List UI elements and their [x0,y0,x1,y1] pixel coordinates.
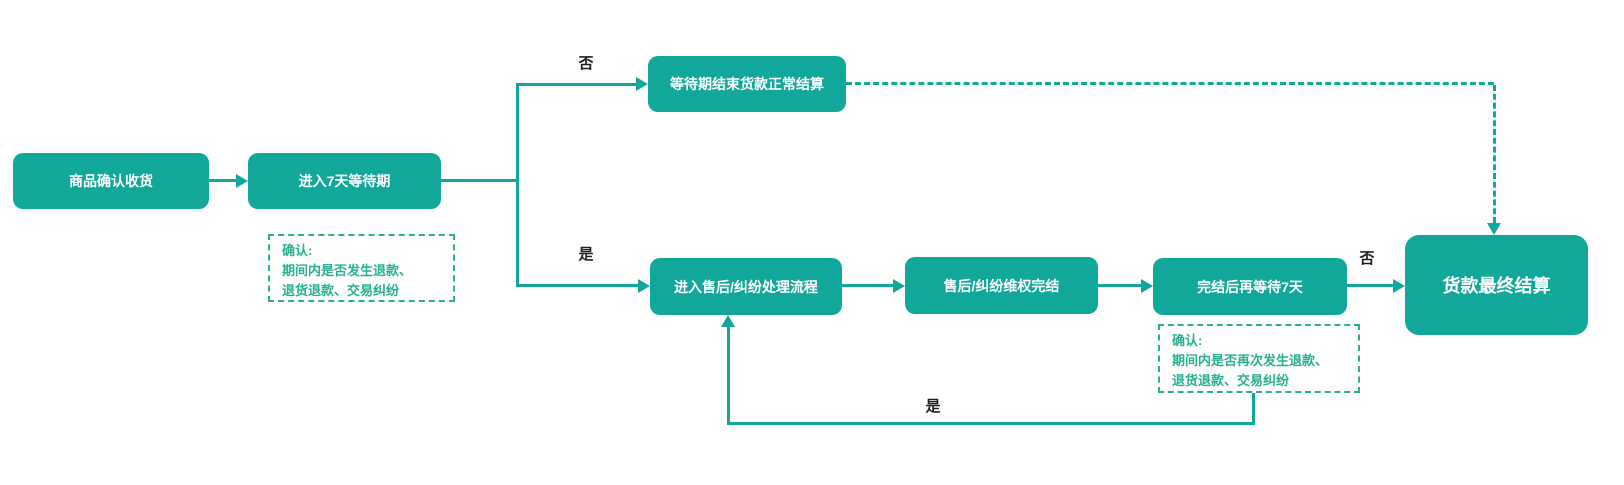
loop-line-left-vertical [727,327,730,425]
arrowhead-into-dispute-process [638,279,650,293]
edge-label-no-right: 否 [1359,250,1375,267]
note-heading: 确认: [282,243,313,258]
node-final-settlement: 货款最终结算 [1405,235,1588,335]
node-dispute-process: 进入售后/纠纷处理流程 [650,258,842,315]
connector-branch-to-dispute [516,284,640,287]
branch-vertical-line [516,83,519,286]
connector-waiting-to-branch [441,179,519,182]
node-waiting-period: 进入7天等待期 [248,153,441,209]
connector-wait-again-to-final [1347,284,1395,287]
connector-receipt-to-waiting [209,179,238,182]
connector-branch-to-normal [516,83,638,86]
node-wait-again: 完结后再等待7天 [1153,258,1347,315]
note-line: 退货退款、交易纠纷 [282,283,400,299]
note-second-confirmation: 确认: 期间内是否再次发生退款、 退货退款、交易纠纷 [1158,324,1360,393]
dashed-connector-normal-horizontal [846,82,1494,85]
note-heading: 确认: [1172,333,1203,348]
loop-line-bottom-horizontal [727,422,1255,425]
arrowhead-into-dispute-completed [893,279,905,293]
edge-label-yes-bottom: 是 [925,398,941,415]
dashed-connector-normal-vertical [1493,85,1496,223]
note-first-confirmation: 确认: 期间内是否发生退款、 退货退款、交易纠纷 [268,234,455,302]
arrowhead-loop-into-dispute-process [721,315,735,327]
edge-label-yes-mid: 是 [578,246,594,263]
arrowhead-dashed-into-final [1487,223,1501,235]
note-line: 退货退款、交易纠纷 [1172,373,1290,389]
arrowhead-into-waiting-period [236,174,248,188]
arrowhead-into-final-settlement [1393,279,1405,293]
edge-label-no-top: 否 [578,55,594,72]
node-normal-settlement: 等待期结束货款正常结算 [648,56,846,112]
connector-completed-to-wait-again [1098,284,1143,287]
arrowhead-into-wait-again [1141,279,1153,293]
note-line: 期间内是否发生退款、 [282,263,413,279]
note-line: 期间内是否再次发生退款、 [1172,353,1329,369]
arrowhead-into-normal-settlement [636,77,648,91]
connector-dispute-to-completed [842,284,895,287]
node-dispute-completed: 售后/纠纷维权完结 [905,257,1098,314]
loop-line-right-vertical [1252,393,1255,425]
node-confirm-receipt: 商品确认收货 [13,153,209,209]
